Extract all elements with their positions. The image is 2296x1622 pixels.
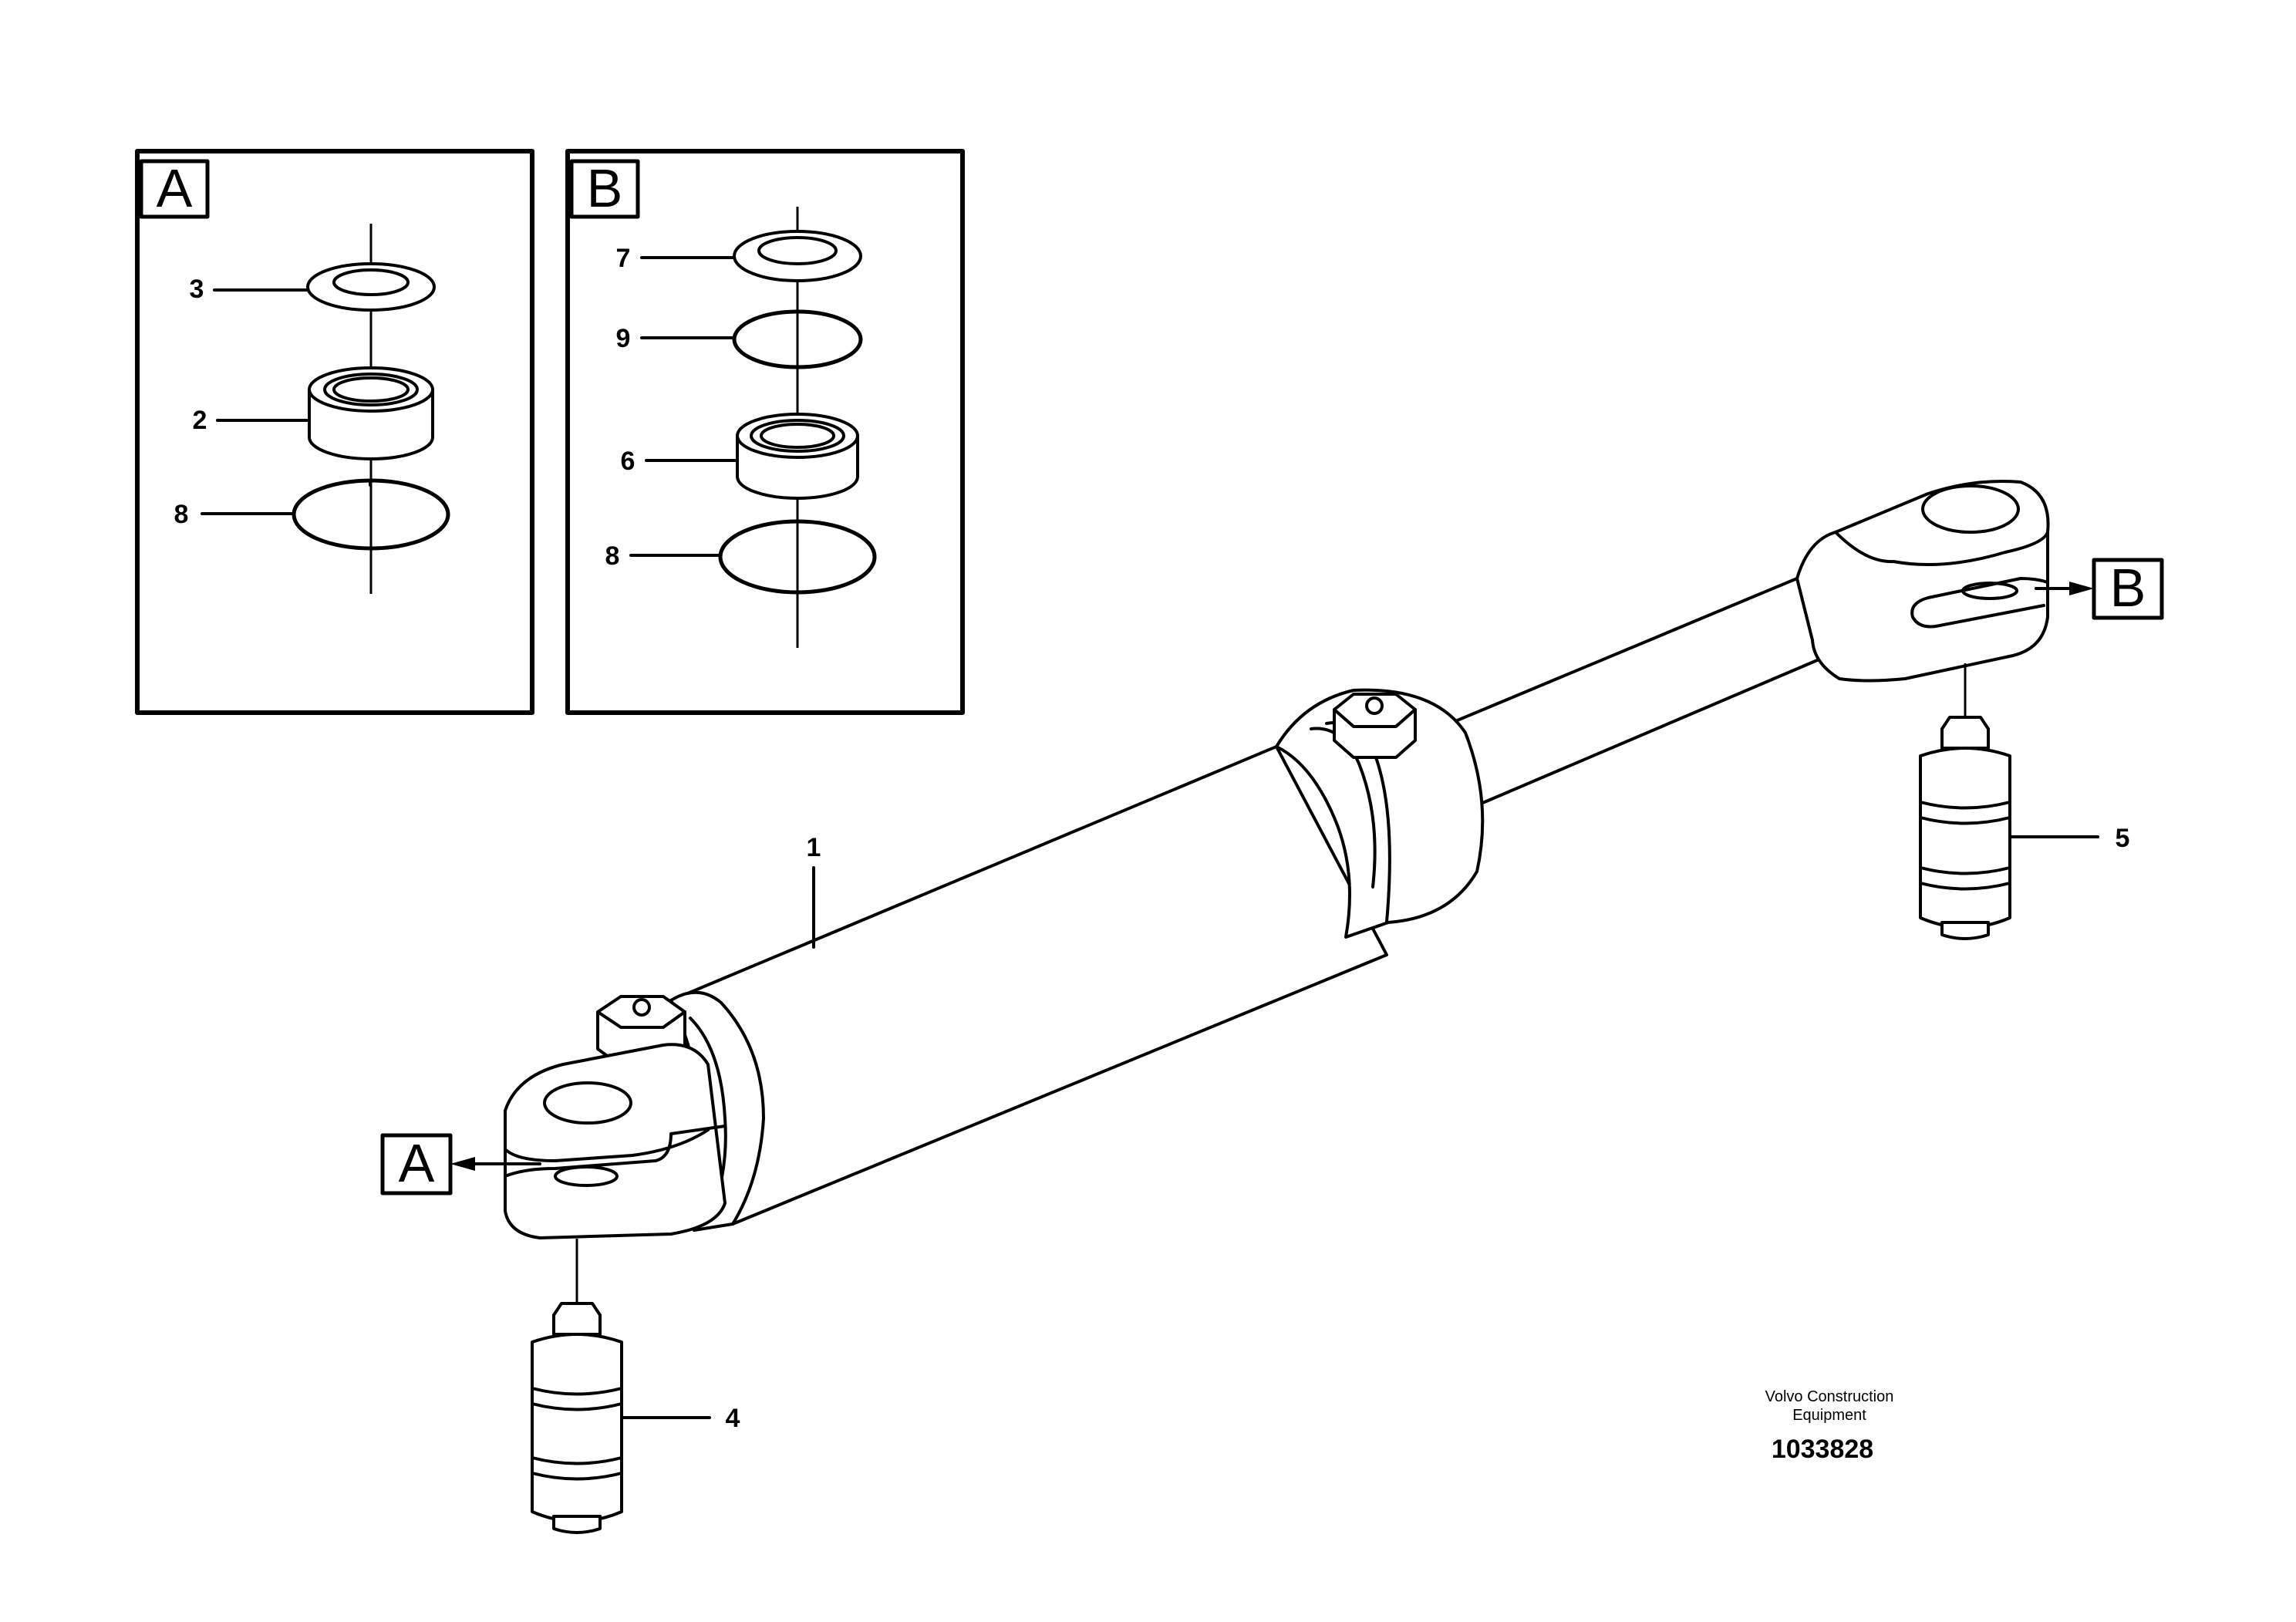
callout-4: 4: [726, 1404, 740, 1433]
callout-5: 5: [2116, 824, 2130, 853]
detail-box-b: B 7 9 6 8: [565, 149, 965, 715]
cylinder-base-eye: [504, 1043, 727, 1239]
callout-2: 2: [193, 406, 207, 435]
piston-rod: [1448, 577, 1833, 805]
callout-8-a: 8: [174, 500, 189, 529]
washer-3: [306, 262, 436, 312]
callout-1: 1: [807, 833, 821, 862]
o-ring-8-b: [718, 519, 877, 595]
washer-7: [733, 230, 862, 282]
part-number: 1033828: [1772, 1435, 1873, 1464]
svg-text:B: B: [2110, 558, 2146, 618]
callout-3: 3: [190, 275, 204, 304]
caption-line-1: Volvo Construction: [1765, 1388, 1894, 1405]
reference-tag-a: A: [380, 1133, 541, 1195]
bearing-6: [736, 413, 859, 500]
callout-6: 6: [621, 447, 636, 476]
callout-9: 9: [616, 324, 631, 353]
pin-5: [1919, 663, 2011, 940]
pin-4: [531, 1239, 623, 1534]
detail-box-b-label: B: [587, 158, 623, 218]
bearing-2: [308, 366, 434, 460]
callout-8-b: 8: [605, 541, 620, 571]
gland-head: [1275, 688, 1485, 939]
callout-7: 7: [616, 244, 631, 273]
detail-box-a: A 3 2 8: [135, 149, 534, 715]
hydraulic-cylinder: [504, 480, 2050, 1239]
cylinder-barrel: [669, 745, 1388, 1226]
caption-line-2: Equipment: [1792, 1407, 1866, 1424]
reference-tag-b: B: [2035, 558, 2164, 620]
svg-text:A: A: [399, 1133, 435, 1193]
o-ring-9: [732, 309, 863, 369]
detail-box-a-label: A: [157, 158, 193, 218]
rod-end-eye: [1795, 480, 2050, 683]
